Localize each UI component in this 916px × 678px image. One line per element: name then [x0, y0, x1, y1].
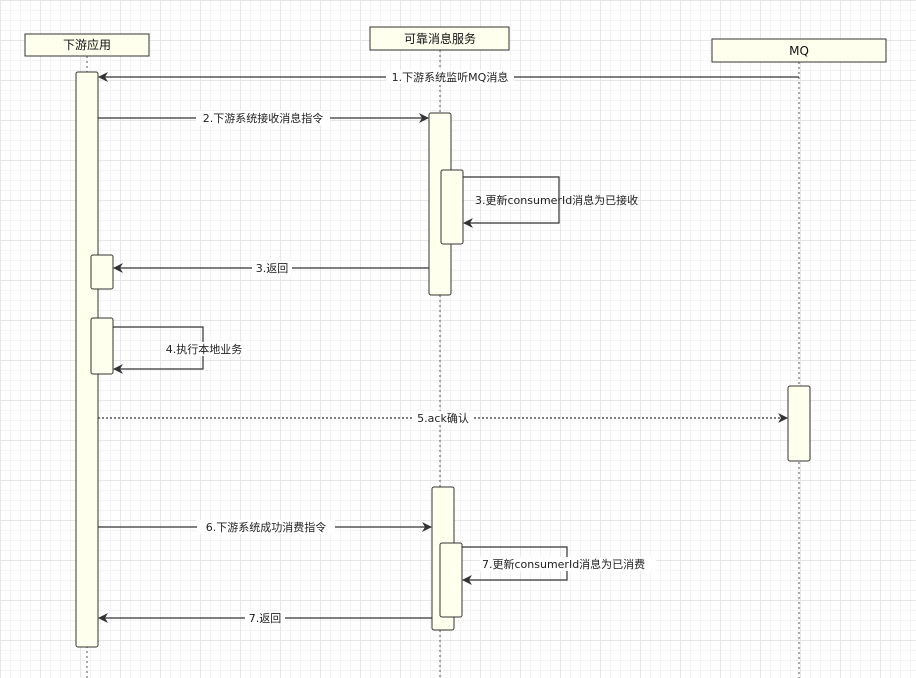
- activation-reliable-2-self: [439, 542, 463, 618]
- participant-reliable-label: 可靠消息服务: [404, 31, 476, 46]
- message-2: 2.下游系统接收消息指令: [98, 111, 429, 125]
- message-2-label: 2.下游系统接收消息指令: [203, 111, 324, 125]
- message-7-return-label: 7.返回: [249, 612, 282, 625]
- message-4-label: 4.执行本地业务: [166, 342, 243, 356]
- activation-mq: [787, 385, 811, 462]
- message-7-self: 7.更新consumerId消息为已消费: [462, 546, 656, 585]
- participant-mq-label: MQ: [789, 44, 809, 58]
- message-6-label: 6.下游系统成功消费指令: [206, 520, 327, 534]
- activation-downstream-return: [90, 254, 114, 290]
- message-7-return: 7.返回: [98, 611, 432, 625]
- activation-downstream-local: [90, 317, 114, 375]
- message-1-label: 1.下游系统监听MQ消息: [392, 70, 509, 84]
- message-6: 6.下游系统成功消费指令: [98, 520, 432, 534]
- message-3-return: 3.返回: [113, 261, 429, 275]
- message-1: 1.下游系统监听MQ消息: [98, 70, 799, 84]
- message-3-self: 3.更新consumerId消息为已接收: [463, 176, 638, 228]
- activation-reliable-1-self: [440, 169, 464, 245]
- message-7-label: 7.更新consumerId消息为已消费: [482, 557, 645, 571]
- message-3-return-label: 3.返回: [256, 262, 289, 275]
- participant-downstream-label: 下游应用: [63, 37, 111, 52]
- message-5: 5.ack确认: [98, 411, 788, 425]
- participant-downstream[interactable]: 下游应用: [24, 33, 150, 57]
- message-5-label: 5.ack确认: [417, 412, 469, 425]
- message-4-self: 4.执行本地业务: [113, 326, 246, 374]
- participant-mq[interactable]: MQ: [711, 38, 887, 63]
- message-3-label: 3.更新consumerId消息为已接收: [475, 193, 638, 207]
- participant-reliable[interactable]: 可靠消息服务: [369, 26, 510, 51]
